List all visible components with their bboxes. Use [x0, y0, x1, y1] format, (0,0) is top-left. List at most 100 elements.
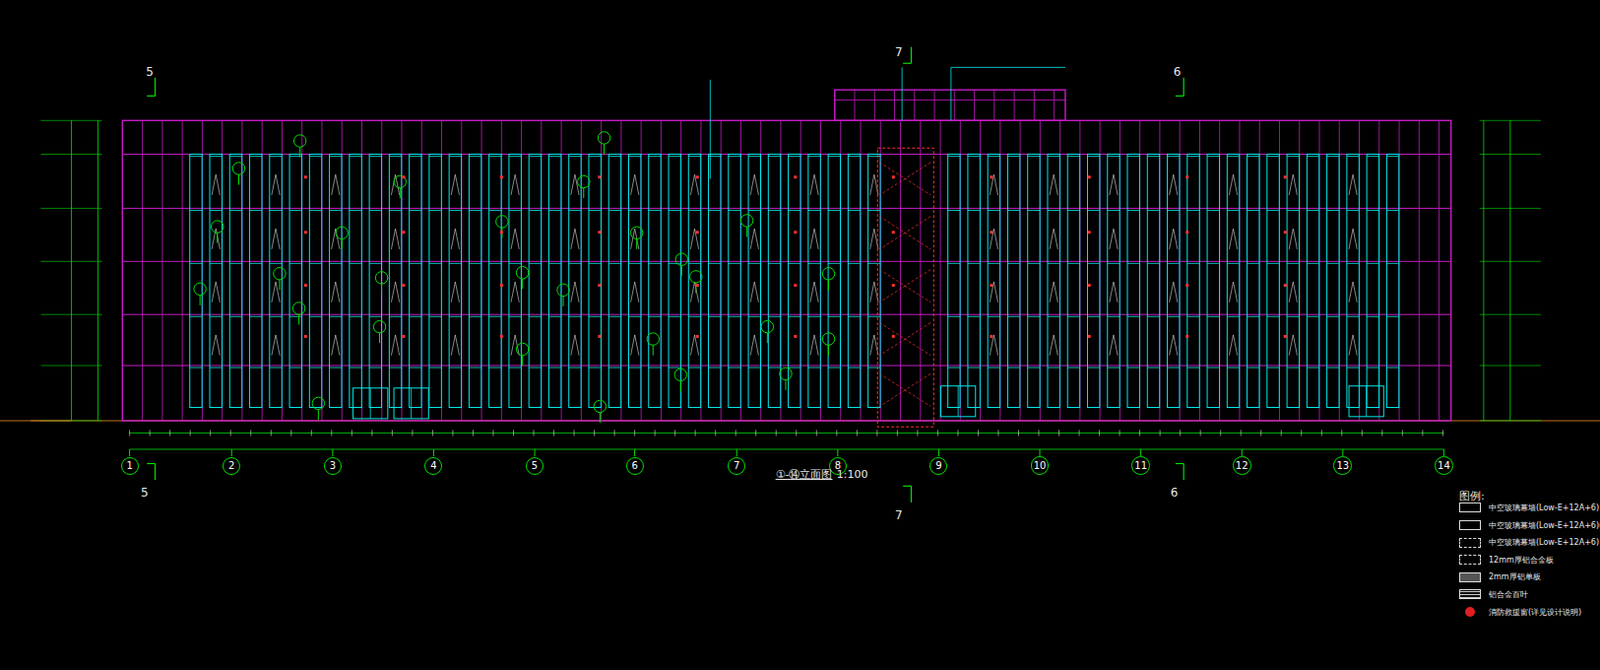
- stair-core: [877, 147, 934, 427]
- window-column: [1247, 153, 1260, 407]
- window-transom: [828, 155, 840, 157]
- opening-mark: [631, 228, 636, 250]
- opening-mark: [450, 174, 455, 195]
- opening-mark: [454, 174, 459, 195]
- opening-mark: [454, 334, 459, 356]
- window-column: [409, 153, 422, 407]
- window-transom: [289, 367, 302, 369]
- window-transom: [190, 155, 202, 157]
- leader-line: [951, 66, 1066, 68]
- dimension-line: [129, 448, 1445, 449]
- window-transom: [1047, 316, 1060, 318]
- window-transom: [967, 262, 980, 264]
- dimension-tick: [1119, 429, 1121, 436]
- rescue-window-mark: [1185, 230, 1189, 234]
- window-transom: [1306, 367, 1319, 369]
- rescue-window-mark: [989, 334, 993, 338]
- opening-mark: [989, 281, 994, 303]
- window-transom: [309, 316, 321, 318]
- dimension-tick: [1200, 429, 1202, 436]
- grid-line: [954, 89, 956, 121]
- opening-mark: [814, 334, 819, 356]
- window-transom: [329, 262, 342, 264]
- opening-mark: [1173, 228, 1178, 250]
- opening-mark: [1049, 281, 1054, 303]
- window-transom: [229, 209, 242, 211]
- legend-swatch: [1459, 588, 1481, 599]
- dimension-tick: [1139, 429, 1141, 436]
- window-transom: [528, 316, 541, 318]
- dimension-tick: [916, 429, 918, 436]
- window-transom: [1247, 316, 1260, 318]
- dimension-tick: [1179, 429, 1181, 436]
- opening-mark: [511, 334, 515, 356]
- window-transom: [708, 367, 721, 369]
- legend-text: 中空玻璃幕墙(Low-E+12A+6): [1488, 536, 1600, 548]
- opening-mark: [450, 334, 455, 356]
- opening-mark: [690, 334, 695, 356]
- rescue-window-mark: [892, 283, 896, 287]
- window-transom: [1207, 155, 1219, 157]
- axis-bubble: 1: [121, 456, 139, 475]
- window-transom: [269, 316, 282, 318]
- window-transom: [868, 155, 881, 157]
- rescue-window-mark: [696, 230, 700, 234]
- dimension-tick: [1321, 429, 1323, 436]
- window-column: [708, 153, 721, 407]
- rescue-window-mark: [793, 283, 797, 287]
- tree-symbol: [375, 271, 387, 284]
- rescue-window-mark: [696, 283, 700, 287]
- window-transom: [1386, 155, 1399, 157]
- opening-mark: [754, 174, 759, 195]
- window-column: [648, 153, 661, 407]
- window-transom: [608, 155, 621, 157]
- window-transom: [828, 316, 840, 318]
- window-transom: [429, 262, 442, 264]
- window-transom: [448, 316, 461, 318]
- window-column: [948, 153, 960, 407]
- dimension-tick: [533, 429, 535, 436]
- tree-trunk: [278, 279, 280, 290]
- dimension-tick: [714, 429, 716, 436]
- window-column: [1207, 153, 1219, 407]
- section-number: 5: [145, 64, 154, 79]
- axis-bubble: 6: [626, 456, 644, 475]
- drawing-title: 1:100: [836, 467, 869, 481]
- opening-mark: [1049, 334, 1054, 356]
- window-transom: [388, 209, 401, 211]
- window-transom: [768, 367, 780, 369]
- window-transom: [628, 155, 640, 157]
- window-transom: [1366, 262, 1379, 264]
- opening-mark: [870, 228, 875, 250]
- grid-line: [1053, 89, 1055, 121]
- window-transom: [748, 262, 761, 264]
- window-transom: [309, 155, 321, 157]
- drawing-title: ①-⑭立面图: [775, 467, 833, 481]
- section-mark: [154, 463, 156, 481]
- window-transom: [1327, 262, 1340, 264]
- opening-mark: [750, 334, 755, 356]
- opening-mark: [1109, 174, 1114, 195]
- axis-line: [938, 448, 940, 456]
- window-column: [1147, 153, 1159, 407]
- window-transom: [548, 155, 561, 157]
- window-transom: [1067, 262, 1080, 264]
- dimension-tick: [1038, 429, 1040, 436]
- window-column: [828, 153, 840, 407]
- rescue-window-mark: [1283, 230, 1287, 234]
- window-column: [1127, 153, 1140, 407]
- opening-mark: [511, 228, 515, 250]
- level-mark: [40, 153, 102, 155]
- opening-mark: [810, 334, 815, 356]
- window-transom: [1226, 209, 1239, 211]
- window-transom: [788, 262, 801, 264]
- stair-mark: [879, 269, 931, 303]
- window-transom: [1366, 367, 1379, 369]
- window-transom: [1306, 155, 1319, 157]
- tree-trunk: [379, 332, 381, 343]
- rescue-window-mark: [597, 334, 601, 338]
- dimension-line: [129, 432, 1445, 434]
- rescue-window-mark: [500, 334, 504, 338]
- rescue-window-mark: [597, 175, 601, 179]
- window-transom: [987, 209, 1000, 211]
